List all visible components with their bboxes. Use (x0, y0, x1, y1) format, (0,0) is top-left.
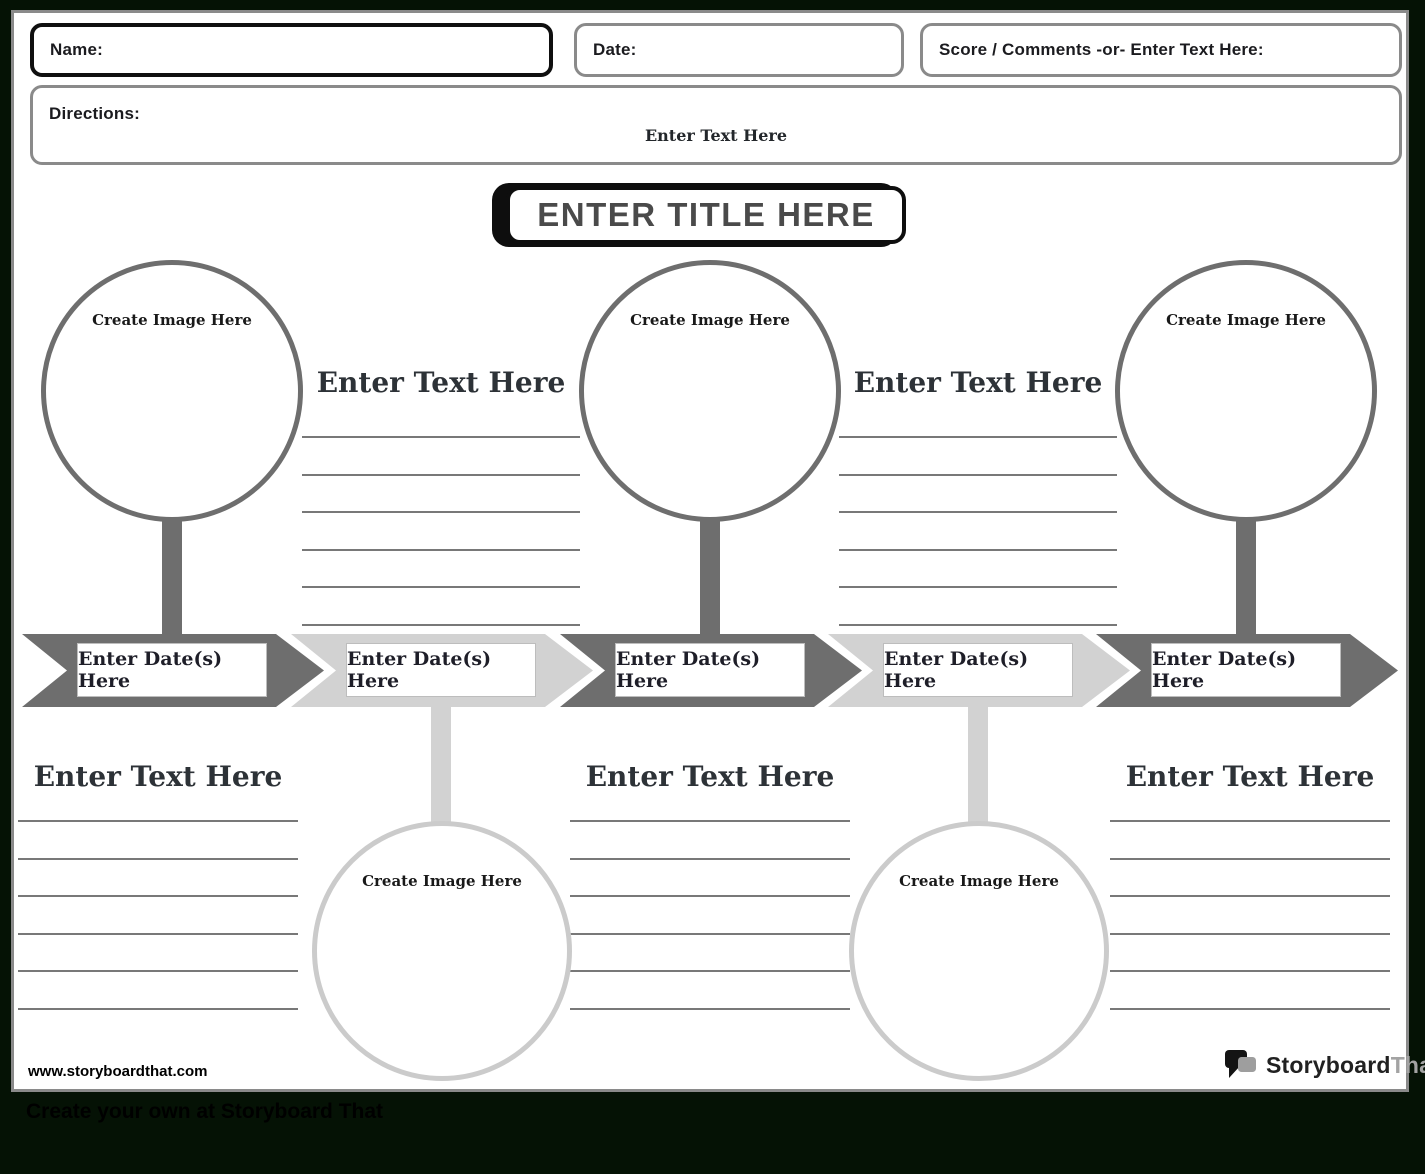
writing-line (302, 586, 580, 588)
writing-line (302, 624, 580, 626)
writing-line (570, 1008, 850, 1010)
writing-line (18, 970, 298, 972)
worksheet-page: Name: Date: Score / Comments -or- Enter … (11, 10, 1425, 1092)
writing-line (839, 549, 1117, 551)
date-box-label: Enter Date(s) Here (616, 648, 761, 692)
image-placeholder-circle-1[interactable]: Create Image Here (41, 260, 303, 522)
date-box-5[interactable]: Enter Date(s) Here (1151, 643, 1341, 697)
create-your-own-tagline: Create your own at Storyboard That (26, 1100, 384, 1123)
writing-line (18, 895, 298, 897)
logo-text-primary: Storyboard (1266, 1051, 1391, 1078)
date-box-label: Enter Date(s) Here (78, 648, 223, 692)
image-placeholder-label: Create Image Here (899, 872, 1059, 890)
writing-line (839, 624, 1117, 626)
writing-line (839, 586, 1117, 588)
image-placeholder-circle-2[interactable]: Create Image Here (312, 821, 572, 1081)
writing-line (1110, 820, 1390, 822)
text-block-heading: Enter Text Here (316, 366, 566, 399)
writing-line (1110, 895, 1390, 897)
stem-event-5 (1236, 513, 1256, 648)
writing-line (570, 858, 850, 860)
text-block-event-3[interactable]: Enter Text Here (570, 738, 850, 1010)
date-box-label: Enter Date(s) Here (347, 648, 492, 692)
date-box-2[interactable]: Enter Date(s) Here (346, 643, 536, 697)
image-placeholder-circle-4[interactable]: Create Image Here (849, 821, 1109, 1081)
stem-event-1 (162, 513, 182, 648)
directions-field[interactable]: Directions: Enter Text Here (30, 85, 1402, 165)
title-text: ENTER TITLE HERE (537, 196, 875, 233)
image-placeholder-circle-5[interactable]: Create Image Here (1115, 260, 1377, 522)
date-box-4[interactable]: Enter Date(s) Here (883, 643, 1073, 697)
title-box[interactable]: ENTER TITLE HERE (506, 186, 906, 244)
writing-line (1110, 1008, 1390, 1010)
image-placeholder-label: Create Image Here (362, 872, 522, 890)
image-placeholder-circle-3[interactable]: Create Image Here (579, 260, 841, 522)
name-label: Name: (50, 40, 103, 59)
date-label: Date: (593, 40, 637, 59)
date-box-3[interactable]: Enter Date(s) Here (615, 643, 805, 697)
writing-line (570, 820, 850, 822)
writing-line (570, 970, 850, 972)
image-placeholder-label: Create Image Here (92, 311, 252, 329)
writing-line (839, 474, 1117, 476)
writing-line (18, 1008, 298, 1010)
website-url: www.storyboardthat.com (28, 1063, 208, 1080)
date-box-label: Enter Date(s) Here (1152, 648, 1297, 692)
writing-line (302, 549, 580, 551)
logo-text-secondary: That (1390, 1051, 1425, 1078)
text-block-event-4[interactable]: Enter Text Here (839, 360, 1117, 632)
score-comments-field[interactable]: Score / Comments -or- Enter Text Here: (920, 23, 1402, 77)
text-block-event-1[interactable]: Enter Text Here (18, 738, 298, 1010)
writing-line (570, 895, 850, 897)
stem-event-3 (700, 513, 720, 648)
writing-line (839, 511, 1117, 513)
image-placeholder-label: Create Image Here (630, 311, 790, 329)
image-placeholder-label: Create Image Here (1166, 311, 1326, 329)
score-label: Score / Comments -or- Enter Text Here: (939, 40, 1264, 59)
stem-event-4 (968, 703, 988, 825)
writing-line (570, 933, 850, 935)
text-block-event-5[interactable]: Enter Text Here (1110, 738, 1390, 1010)
writing-line (1110, 933, 1390, 935)
date-field[interactable]: Date: (574, 23, 904, 77)
text-block-event-2[interactable]: Enter Text Here (302, 360, 580, 632)
writing-line (1110, 858, 1390, 860)
speech-bubbles-icon (1225, 1050, 1256, 1078)
text-block-heading: Enter Text Here (1125, 760, 1375, 793)
text-block-heading: Enter Text Here (585, 760, 835, 793)
writing-line (302, 511, 580, 513)
date-box-1[interactable]: Enter Date(s) Here (77, 643, 267, 697)
text-block-heading: Enter Text Here (853, 366, 1103, 399)
text-block-heading: Enter Text Here (33, 760, 283, 793)
stem-event-2 (431, 703, 451, 825)
name-field[interactable]: Name: (30, 23, 553, 77)
date-box-label: Enter Date(s) Here (884, 648, 1029, 692)
writing-line (302, 474, 580, 476)
directions-label: Directions: (49, 104, 140, 123)
writing-line (18, 820, 298, 822)
directions-placeholder-text[interactable]: Enter Text Here (644, 126, 788, 145)
writing-line (1110, 970, 1390, 972)
writing-line (302, 436, 580, 438)
writing-line (839, 436, 1117, 438)
writing-line (18, 858, 298, 860)
writing-line (18, 933, 298, 935)
